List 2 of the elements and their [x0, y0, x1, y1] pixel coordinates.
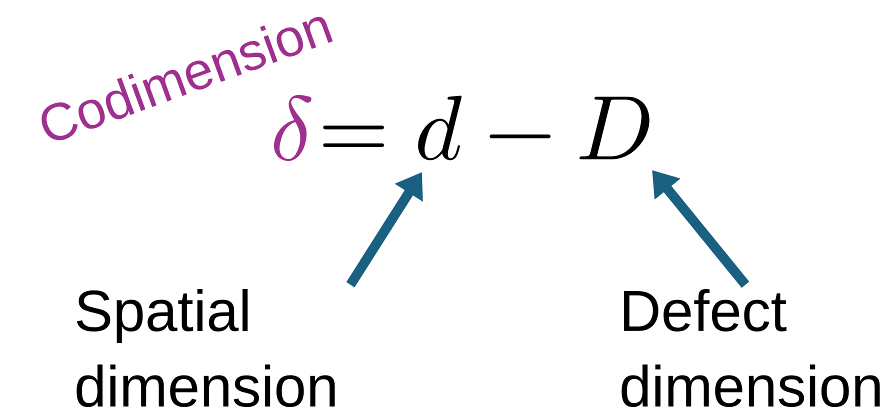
text-label: Defect dimension	[622, 288, 880, 408]
text-label: Spatial dimension	[76, 288, 335, 408]
